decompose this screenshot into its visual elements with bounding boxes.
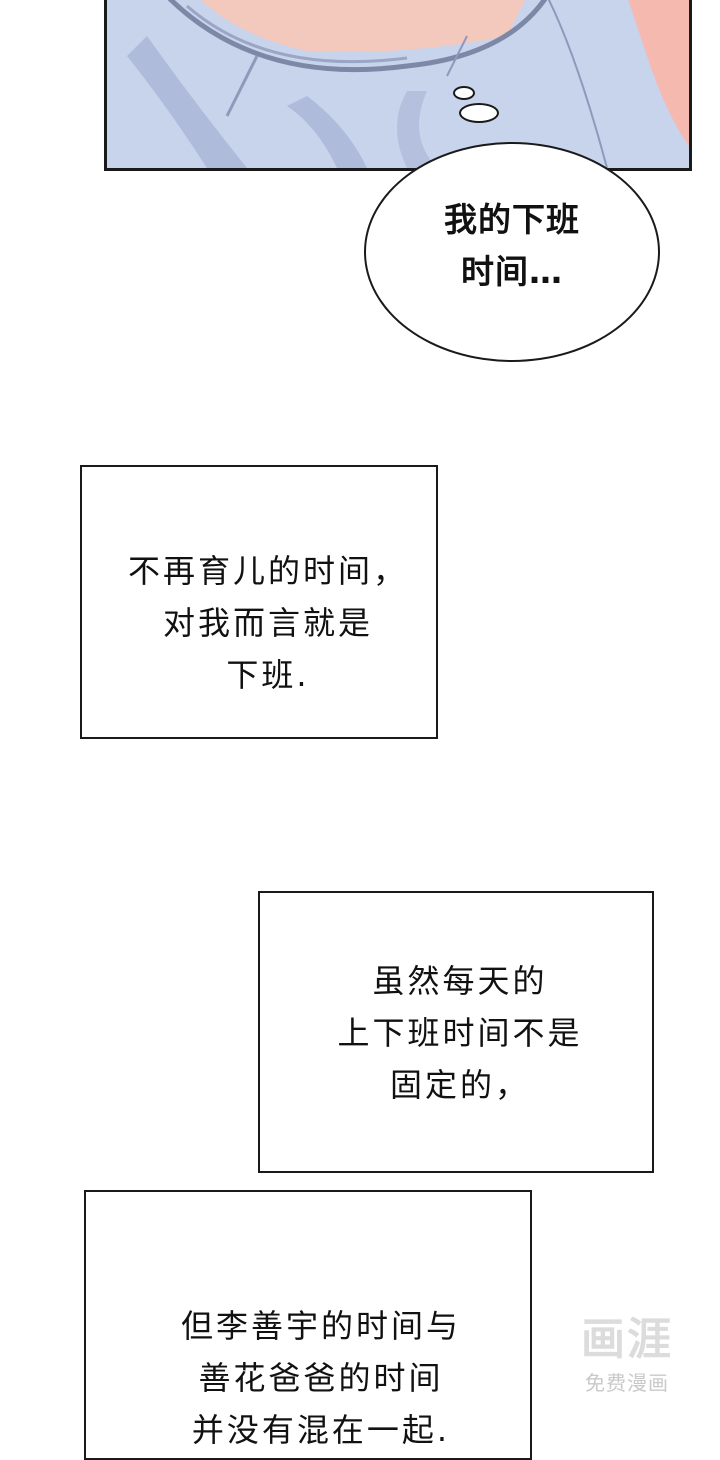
- speech-bubble: 我的下班 时间…: [364, 142, 660, 362]
- shirt-illustration: [107, 0, 689, 168]
- caption-text-3: 但李善宇的时间与 善花爸爸的时间 并没有混在一起.: [180, 1307, 461, 1449]
- thought-dot-large: [459, 103, 499, 123]
- thought-dot-small: [453, 86, 475, 100]
- caption-box-3: 但李善宇的时间与 善花爸爸的时间 并没有混在一起.: [84, 1190, 532, 1460]
- comic-panel-top: [104, 0, 692, 171]
- caption-text-1: 不再育儿的时间， 对我而言就是 下班.: [127, 552, 408, 694]
- caption-box-1: 不再育儿的时间， 对我而言就是 下班.: [80, 465, 438, 739]
- speech-bubble-text: 我的下班 时间…: [444, 200, 580, 291]
- watermark: 画涯 免费漫画: [562, 1312, 692, 1422]
- watermark-subtitle: 免费漫画: [585, 1371, 669, 1395]
- caption-text-2: 虽然每天的 上下班时间不是 固定的，: [337, 962, 583, 1104]
- caption-box-2: 虽然每天的 上下班时间不是 固定的，: [258, 891, 654, 1173]
- watermark-logo: 画涯: [581, 1314, 673, 1365]
